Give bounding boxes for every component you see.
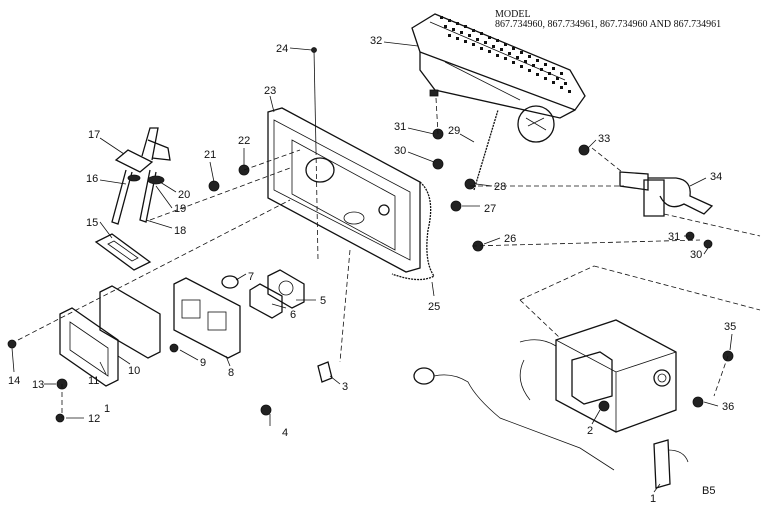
callout-26: 26 (504, 233, 516, 245)
callout-12: 12 (88, 413, 100, 425)
callout-3: 3 (342, 381, 348, 393)
leader-lines (11, 41, 733, 493)
callout-1: 1 (650, 493, 656, 505)
burner-assembly (411, 13, 586, 143)
air-shutter-bracket (59, 285, 161, 387)
callout-16: 16 (86, 173, 98, 185)
viewing-window (173, 277, 241, 359)
callout-labels: 1 1 2 3 4 5 6 7 8 9 10 11 12 13 14 15 16… (8, 35, 736, 505)
callout-14: 14 (8, 375, 20, 387)
callout-34: 34 (710, 171, 722, 183)
callout-21: 21 (204, 149, 216, 161)
callout-23: 23 (264, 85, 276, 97)
callout-19: 19 (174, 203, 186, 215)
callout-32: 32 (370, 35, 382, 47)
thermocouple-tube (391, 181, 435, 281)
pilot-spring (473, 109, 499, 191)
main-burner-tube (619, 171, 714, 217)
callout-1-left: 1 (104, 403, 110, 415)
model-numbers: 867.734960, 867.734961, 867.734960 AND 8… (495, 19, 721, 30)
callout-11: 11 (88, 375, 99, 387)
model-label: MODEL (495, 9, 531, 20)
rod (313, 49, 317, 151)
mounting-plate (267, 107, 421, 273)
callout-10: 10 (128, 365, 140, 377)
callout-13: 13 (32, 379, 44, 391)
callout-31-top: 31 (394, 121, 406, 133)
callout-4: 4 (282, 427, 288, 439)
callout-9: 9 (200, 357, 206, 369)
burner-ports (440, 16, 571, 93)
callout-29: 29 (448, 125, 460, 137)
callout-35: 35 (724, 321, 736, 333)
callout-27: 27 (484, 203, 496, 215)
callout-30-right: 30 (690, 249, 702, 261)
callout-8: 8 (228, 367, 234, 379)
pilot-gasket (94, 233, 152, 271)
gas-control-valve (519, 319, 677, 433)
callout-31-right: 31 (668, 231, 680, 243)
thermostat-capillary (413, 359, 615, 471)
callout-28: 28 (494, 181, 506, 193)
assembly-lines (17, 97, 761, 418)
callout-5: 5 (320, 295, 326, 307)
callout-18: 18 (174, 225, 186, 237)
wire-clip (317, 361, 333, 383)
callout-2: 2 (587, 425, 593, 437)
callout-22: 22 (238, 135, 250, 147)
callout-24: 24 (276, 43, 288, 55)
mounting-bracket (653, 439, 671, 489)
window-glass (249, 283, 283, 319)
pilot-assembly (111, 127, 171, 225)
callout-36: 36 (722, 401, 734, 413)
callout-25: 25 (428, 301, 440, 313)
callout-30-top: 30 (394, 145, 406, 157)
callout-20: 20 (178, 189, 190, 201)
callout-33: 33 (598, 133, 610, 145)
callout-7: 7 (248, 271, 254, 283)
callout-17: 17 (88, 129, 100, 141)
callout-15: 15 (86, 217, 98, 229)
page-code: B5 (702, 485, 715, 497)
callout-6: 6 (290, 309, 296, 321)
